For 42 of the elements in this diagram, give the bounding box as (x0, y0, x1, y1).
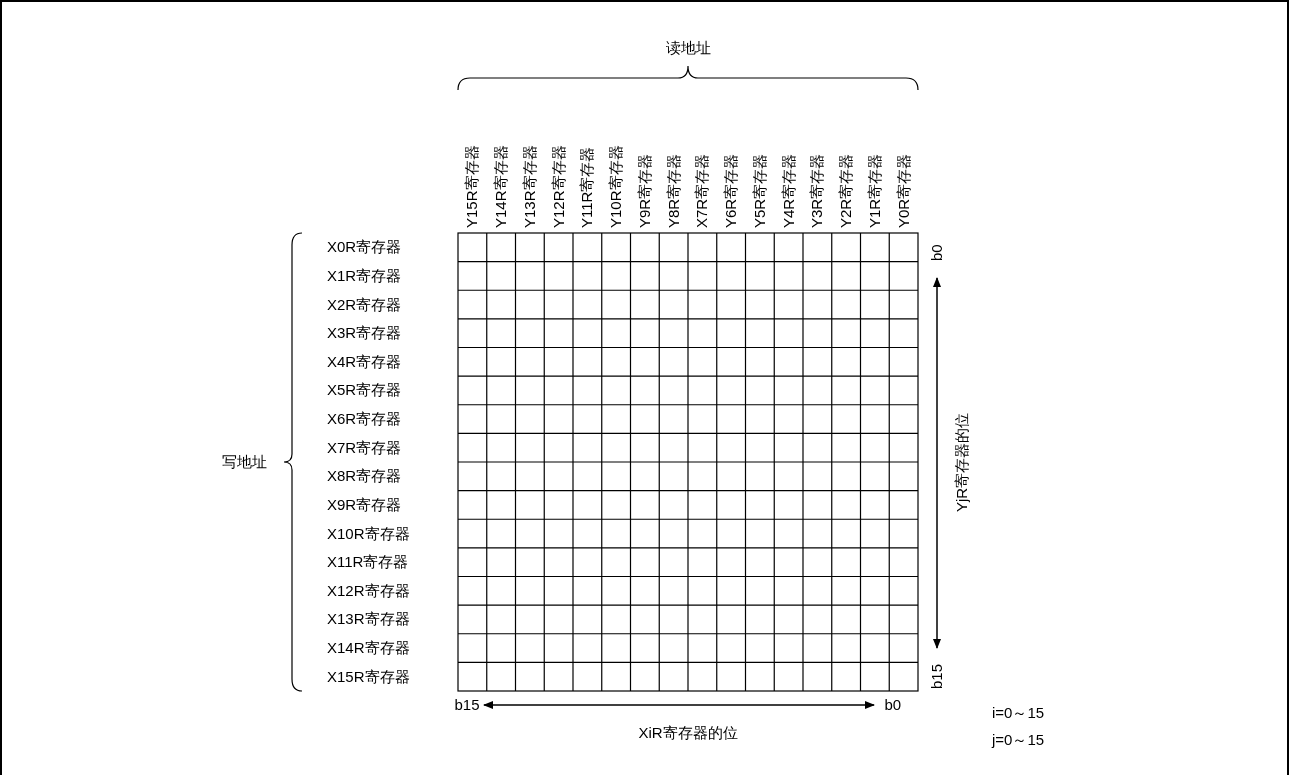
axis-label: XiR寄存器的位 (638, 724, 738, 742)
column-header: Y13R寄存器 (520, 145, 539, 228)
note: j=0～15 (992, 731, 1045, 749)
row-label: X10R寄存器 (327, 524, 410, 543)
axis-label: YjR寄存器的位 (953, 412, 971, 512)
row-label: X5R寄存器 (327, 381, 402, 400)
column-header: Y15R寄存器 (463, 145, 482, 228)
row-label: X9R寄存器 (327, 495, 402, 514)
row-label: X3R寄存器 (327, 324, 402, 343)
column-header: Y11R寄存器 (578, 146, 597, 228)
column-header: Y0R寄存器 (894, 153, 913, 228)
row-label: X1R寄存器 (327, 266, 402, 285)
column-header: Y5R寄存器 (750, 153, 769, 228)
row-label: X15R寄存器 (327, 667, 410, 686)
row-label: X6R寄存器 (327, 410, 402, 429)
column-header: X7R寄存器 (693, 153, 712, 228)
row-label: X12R寄存器 (327, 581, 410, 600)
row-label: X7R寄存器 (327, 438, 402, 457)
bit-label: b15 (454, 696, 480, 714)
row-label: X11R寄存器 (327, 553, 409, 572)
bit-label: b0 (884, 696, 902, 714)
bit-label: b15 (928, 663, 946, 689)
column-header: Y3R寄存器 (808, 153, 827, 228)
row-label: X14R寄存器 (327, 639, 410, 658)
row-label: X8R寄存器 (327, 467, 402, 486)
column-header: Y12R寄存器 (549, 145, 568, 228)
column-header: Y9R寄存器 (635, 153, 654, 228)
column-header: Y14R寄存器 (492, 145, 511, 228)
axis-title: 读地址 (665, 39, 711, 57)
column-header: Y4R寄存器 (779, 153, 798, 228)
column-header: Y2R寄存器 (837, 153, 856, 228)
column-header: Y8R寄存器 (664, 153, 683, 228)
row-label: X0R寄存器 (327, 238, 402, 257)
row-label: X2R寄存器 (327, 295, 402, 314)
column-header: Y6R寄存器 (722, 153, 741, 228)
axis-title: 写地址 (221, 453, 267, 471)
bit-label: b0 (928, 243, 946, 261)
row-label: X4R寄存器 (327, 352, 402, 371)
row-label: X13R寄存器 (327, 610, 410, 629)
note: i=0～15 (992, 704, 1045, 722)
column-header: Y10R寄存器 (607, 145, 626, 228)
column-header: Y1R寄存器 (865, 153, 884, 228)
